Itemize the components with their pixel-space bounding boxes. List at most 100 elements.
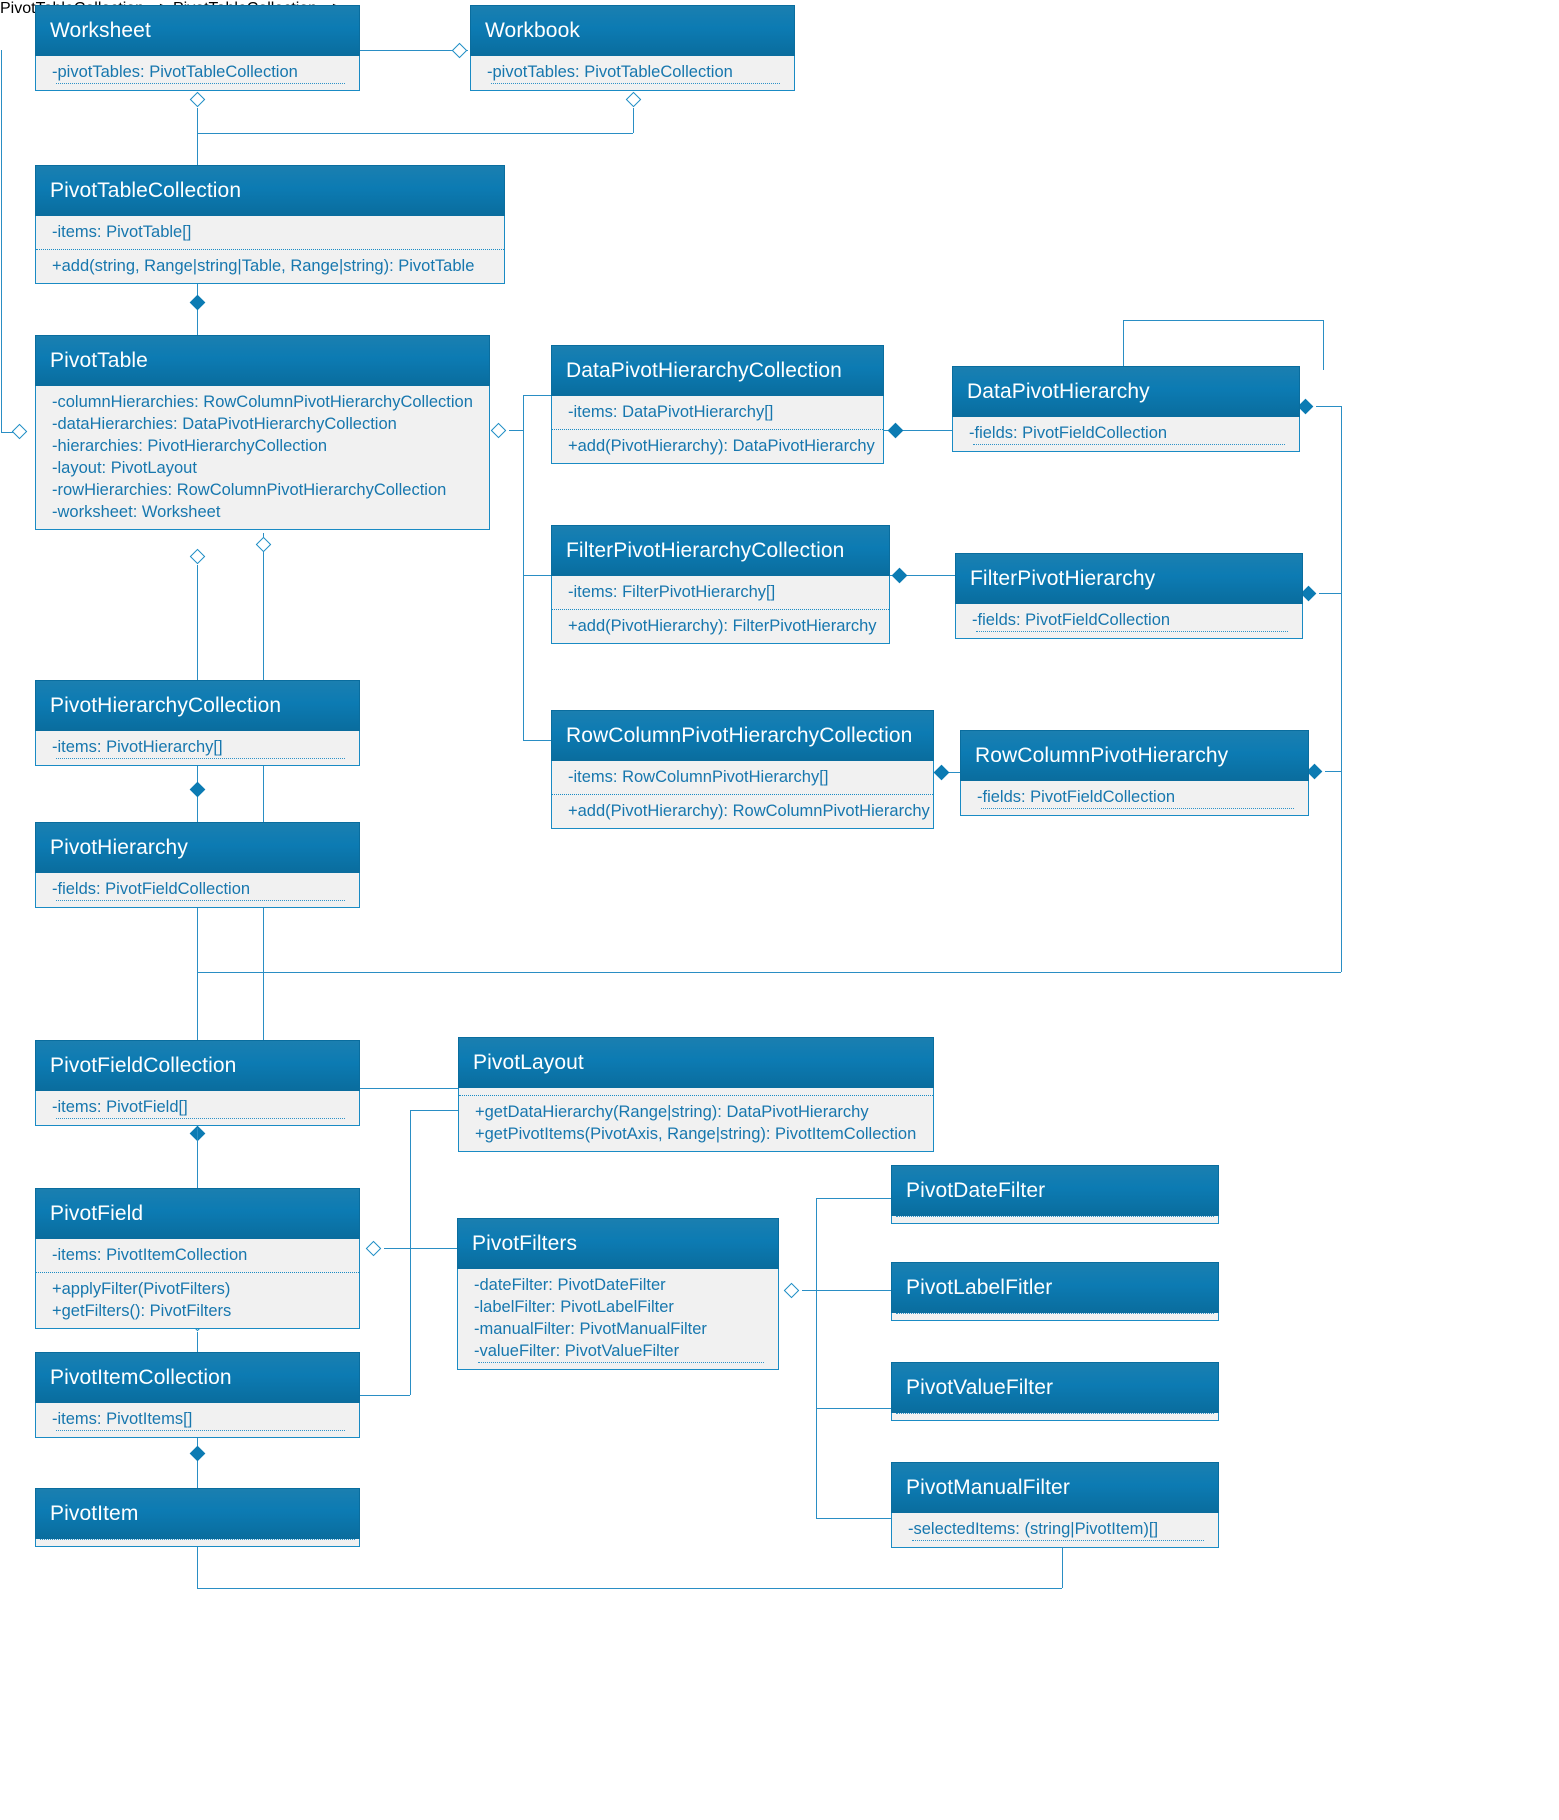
aggregation-diamond-filters-right [780,1282,802,1299]
edge-workbook-ptc-v [633,108,634,133]
class-pivotitem-empty [36,1539,359,1546]
class-pivotdatefilter[interactable]: PivotDateFilter [891,1165,1219,1224]
edge-filters-value [816,1408,891,1409]
edge-filters-rail-v [816,1198,817,1518]
edge-filters-label [816,1290,891,1291]
edge-pf-filters [384,1248,457,1249]
class-workbook[interactable]: Workbook -pivotTables: PivotTableCollect… [470,5,795,91]
class-filterpivothierarchycollection-attr-0: -items: FilterPivotHierarchy[] [568,583,776,601]
class-workbook-body: -pivotTables: PivotTableCollection [470,56,795,91]
class-datapivothierarchycollection-attr-0: -items: DataPivotHierarchy[] [568,403,774,421]
class-pivottablecollection-title: PivotTableCollection [35,165,505,216]
edge-worksheet-workbook [360,50,468,51]
class-worksheet[interactable]: Worksheet -pivotTables: PivotTableCollec… [35,5,360,91]
class-pivottable-title: PivotTable [35,335,490,386]
class-workbook-attr-0: -pivotTables: PivotTableCollection [487,63,733,81]
class-pivotmanualfilter-title: PivotManualFilter [891,1462,1219,1513]
class-pivottable-body: -columnHierarchies: RowColumnPivotHierar… [35,386,490,530]
class-pivotfilters-attr-2: -manualFilter: PivotManualFilter [474,1320,707,1338]
class-rowcolumnpivothierarchycollection-body: -items: RowColumnPivotHierarchy[] +add(P… [551,761,934,829]
class-pivotlayout-method-1: +getPivotItems(PivotAxis, Range|string):… [475,1125,917,1143]
class-pivottablecollection-attr-0: -items: PivotTable[] [52,223,192,241]
class-pivotdatefilter-title: PivotDateFilter [891,1165,1219,1216]
class-pivotvaluefilter-title: PivotValueFilter [891,1362,1219,1413]
class-datapivothierarchycollection-body: -items: DataPivotHierarchy[] +add(PivotH… [551,396,884,464]
class-pivotfield-title: PivotField [35,1188,360,1239]
class-pivotmanualfilter[interactable]: PivotManualFilter -selectedItems: (strin… [891,1462,1219,1548]
class-pivotitemcollection-body: -items: PivotItems[] [35,1403,360,1438]
edge-dph-top-rail-v [1323,320,1324,370]
edge-pfc-pf [197,1128,198,1188]
class-filterpivothierarchy[interactable]: FilterPivotHierarchy -fields: PivotField… [955,553,1303,639]
class-pivotlayout[interactable]: PivotLayout +getDataHierarchy(Range|stri… [458,1037,934,1152]
class-pivotfield-method-0: +applyFilter(PivotFilters) [52,1280,231,1298]
class-pivotlabelfilter-body [891,1313,1219,1321]
edge-layout-rail-v [410,1110,411,1395]
class-pivotdatefilter-empty [892,1216,1218,1223]
edge-right-rail-dph [1316,406,1341,407]
class-pivotitemcollection-title: PivotItemCollection [35,1352,360,1403]
class-pivotdatefilter-body [891,1216,1219,1224]
edge-filters-rail-h [802,1290,816,1291]
class-pivotfield[interactable]: PivotField -items: PivotItemCollection +… [35,1188,360,1329]
class-pivottable-attr-2: -hierarchies: PivotHierarchyCollection [52,437,328,455]
class-worksheet-body: -pivotTables: PivotTableCollection [35,56,360,91]
class-filterpivothierarchy-title: FilterPivotHierarchy [955,553,1303,604]
class-datapivothierarchy[interactable]: DataPivotHierarchy -fields: PivotFieldCo… [952,366,1300,452]
edge-layout-rail-top [410,1110,460,1111]
edge-rail-to-dphc [523,395,551,396]
class-datapivothierarchy-title: DataPivotHierarchy [952,366,1300,417]
edge-dph-top-rail-h [1123,320,1323,321]
class-rowcolumnpivothierarchycollection[interactable]: RowColumnPivotHierarchyCollection -items… [551,710,934,829]
class-pivothierarchy[interactable]: PivotHierarchy -fields: PivotFieldCollec… [35,822,360,908]
class-pivothierarchycollection-body: -items: PivotHierarchy[] [35,731,360,766]
class-filterpivothierarchycollection-title: FilterPivotHierarchyCollection [551,525,890,576]
class-pivothierarchy-title: PivotHierarchy [35,822,360,873]
class-pivotlabelfilter-title: PivotLabelFitler [891,1262,1219,1313]
composition-diamond-pivottable [189,291,206,313]
edge-right-rail-fields [1341,406,1342,972]
class-rowcolumnpivothierarchycollection-attr-0: -items: RowColumnPivotHierarchy[] [568,768,829,786]
class-rowcolumnpivothierarchycollection-title: RowColumnPivotHierarchyCollection [551,710,934,761]
edge-right-rail-rcph [1325,771,1341,772]
class-rowcolumnpivothierarchy-attr-0: -fields: PivotFieldCollection [977,788,1176,806]
edge-pf-pic [197,1332,198,1352]
class-worksheet-title: Worksheet [35,5,360,56]
class-pivotmanualfilter-attr-0: -selectedItems: (string|PivotItem)[] [908,1520,1159,1538]
aggregation-diamond-workbook-ptc [625,88,642,110]
class-datapivothierarchycollection[interactable]: DataPivotHierarchyCollection -items: Dat… [551,345,884,464]
class-pivothierarchy-attr-0: -fields: PivotFieldCollection [52,880,251,898]
class-pivothierarchycollection[interactable]: PivotHierarchyCollection -items: PivotHi… [35,680,360,766]
class-pivottable-attr-0: -columnHierarchies: RowColumnPivotHierar… [52,393,473,411]
class-pivotitem-body [35,1539,360,1547]
class-pivotfilters-body: -dateFilter: PivotDateFilter -labelFilte… [457,1269,779,1370]
edge-worksheet-ptc-v [197,108,198,133]
class-pivotfield-attr-0: -items: PivotItemCollection [52,1246,248,1264]
edge-filters-date [816,1198,891,1199]
class-pivotfilters[interactable]: PivotFilters -dateFilter: PivotDateFilte… [457,1218,779,1370]
class-pivotvaluefilter-body [891,1413,1219,1421]
class-pivotlabelfilter[interactable]: PivotLabelFitler [891,1262,1219,1321]
class-pivottable[interactable]: PivotTable -columnHierarchies: RowColumn… [35,335,490,530]
class-pivotfieldcollection-body: -items: PivotField[] [35,1091,360,1126]
class-datapivothierarchy-attr-0: -fields: PivotFieldCollection [969,424,1168,442]
edge-layout-rail-bottom [360,1395,410,1396]
class-pivottablecollection[interactable]: PivotTableCollection -items: PivotTable[… [35,165,505,284]
edge-ph-down [197,907,198,972]
edge-worksheet-ptc-h [197,133,633,134]
class-filterpivothierarchycollection-method-0: +add(PivotHierarchy): FilterPivotHierarc… [568,617,877,635]
class-rowcolumnpivothierarchy[interactable]: RowColumnPivotHierarchy -fields: PivotFi… [960,730,1309,816]
class-pivotvaluefilter[interactable]: PivotValueFilter [891,1362,1219,1421]
class-filterpivothierarchycollection[interactable]: FilterPivotHierarchyCollection -items: F… [551,525,890,644]
class-pivotlayout-method-0: +getDataHierarchy(Range|string): DataPiv… [475,1103,869,1121]
class-pivotfieldcollection[interactable]: PivotFieldCollection -items: PivotField[… [35,1040,360,1126]
class-pivotfield-method-1: +getFilters(): PivotFilters [52,1302,232,1320]
class-pivotitemcollection[interactable]: PivotItemCollection -items: PivotItems[] [35,1352,360,1438]
class-pivotmanualfilter-body: -selectedItems: (string|PivotItem)[] [891,1513,1219,1548]
class-workbook-title: Workbook [470,5,795,56]
class-pivotitem[interactable]: PivotItem [35,1488,360,1547]
class-pivottable-attr-5: -worksheet: Worksheet [52,503,221,521]
class-pivotfilters-attr-1: -labelFilter: PivotLabelFilter [474,1298,674,1316]
class-rowcolumnpivothierarchy-body: -fields: PivotFieldCollection [960,781,1309,816]
